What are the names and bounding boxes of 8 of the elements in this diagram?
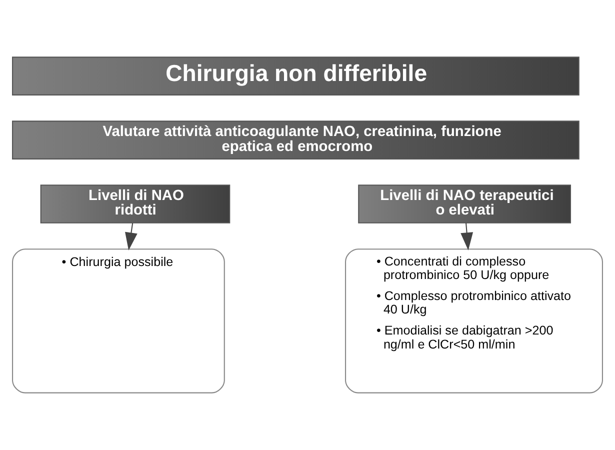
node-box: • Chirurgia possibile bbox=[12, 248, 225, 394]
node-box: • Concentrati di complesso protrombinico 50 U/kg oppure • Complesso protrombinico attivato 40 U/kg • Emodialisi se dabigatran >200 ng/ml e ClCr<50 ml/min bbox=[345, 248, 603, 394]
node-box: Chirurgia non differibile bbox=[12, 56, 580, 96]
arrow bbox=[125, 222, 138, 250]
node-box: Valutare attività anticoagulante NAO, creatinina, funzione epatica ed emocromo bbox=[12, 120, 580, 160]
node-box: Livelli di NAO terapeutici o elevati bbox=[358, 184, 571, 224]
node-box: Livelli di NAO ridotti bbox=[40, 184, 230, 224]
arrow bbox=[460, 222, 474, 250]
